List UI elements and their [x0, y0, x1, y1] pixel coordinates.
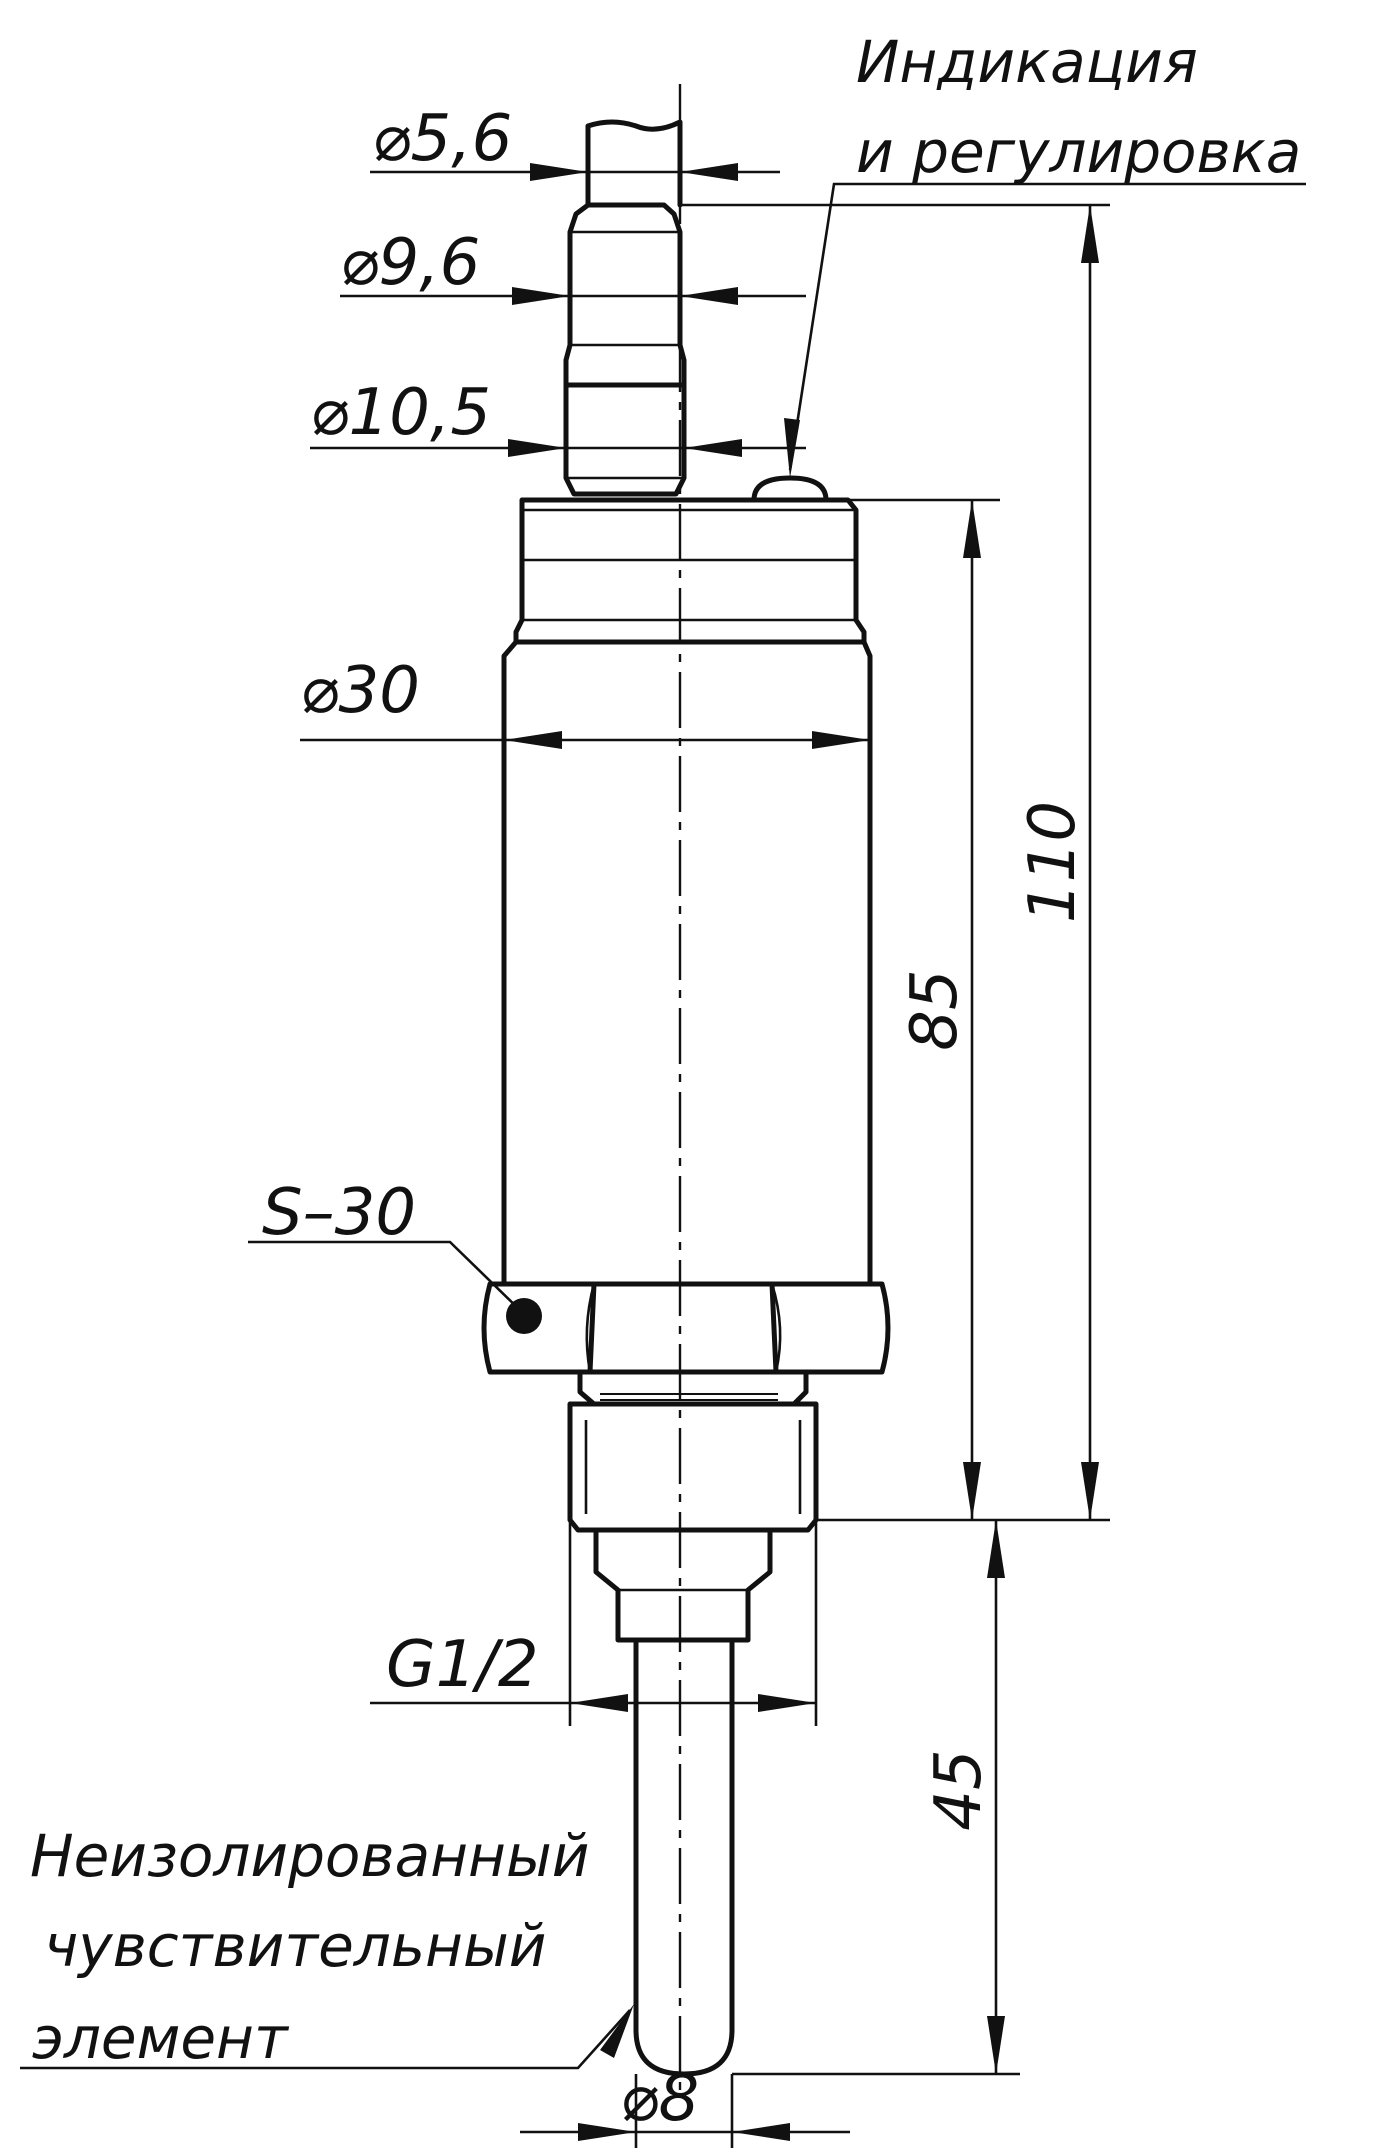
wrench-size-label: S–30 [262, 1176, 416, 1250]
sensor-note-line2: чувствительный [44, 1912, 546, 1980]
wrench-leader-dot [506, 1298, 542, 1334]
dim-body-diameter: ⌀30 [300, 654, 420, 728]
dim-probe-diameter: ⌀8 [620, 2062, 699, 2136]
cable-outline [585, 119, 683, 208]
thread-stem [593, 1527, 773, 1643]
thread-label: G1/2 [386, 1628, 539, 1702]
sensor-note-line1: Неизолированный [30, 1822, 589, 1890]
dim-probe-length: 45 [922, 1749, 996, 1830]
hex-facet-arc [585, 1283, 596, 1373]
sensor-note-line3: элемент [32, 2004, 290, 2072]
probe [633, 1637, 735, 2077]
indication-button [751, 475, 829, 503]
dim-body-length: 85 [898, 969, 972, 1050]
sensor-body [501, 497, 873, 1287]
thread-body [567, 1401, 819, 1533]
dimension-lines [300, 163, 1099, 2141]
gland-base [563, 382, 687, 497]
hex-facet [769, 1281, 779, 1375]
hex-facet-arc [770, 1283, 782, 1373]
cable-gland [563, 119, 687, 497]
dim-total-length: 110 [1016, 801, 1090, 923]
hex-facet [587, 1281, 597, 1375]
leaders [20, 182, 1306, 2070]
hex-nut [481, 1281, 891, 1375]
hex-outline [481, 1281, 891, 1375]
indication-note-line1: Индикация [856, 28, 1198, 96]
indication-note-line2: и регулировка [856, 118, 1301, 186]
dim-gland-diameter: ⌀9,6 [340, 226, 480, 300]
dim-cable-diameter: ⌀5,6 [372, 102, 512, 176]
extension-lines [502, 203, 1110, 2148]
thread-fitting [567, 1369, 819, 1643]
dim-gland-base-diameter: ⌀10,5 [310, 376, 491, 450]
